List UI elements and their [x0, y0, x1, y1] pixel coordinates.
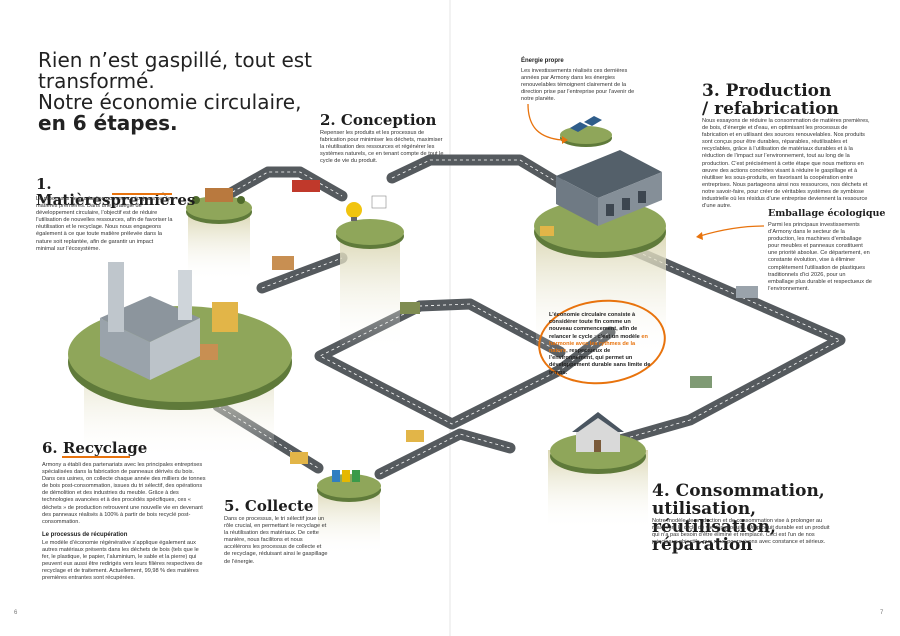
- headline-line-1: Rien n’est gaspillé, tout est transformé…: [38, 48, 313, 93]
- platform-raw-materials: [186, 188, 252, 224]
- step-6-title: 6. Recyclage: [42, 439, 148, 457]
- headline-line-3: en 6 étapes.: [38, 111, 178, 135]
- step-2-body: Repenser les produits et les processus d…: [320, 130, 444, 165]
- callout-text-after: , respectueux de l’environnement, qui pe…: [549, 348, 651, 376]
- page-spine: [449, 0, 451, 636]
- energy-title: Énergie propre: [521, 58, 564, 64]
- step-1-body: Le processus de production commence touj…: [36, 196, 174, 252]
- page-headline: Rien n’est gaspillé, tout est transformé…: [38, 50, 398, 134]
- platform-conception: [336, 195, 404, 249]
- step-3-title-line-1: 3. Production: [702, 81, 832, 101]
- step-4-title-line-1: 4. Consommation, utilisation,: [652, 481, 825, 519]
- step-3-title-line-2: / refabrication: [702, 99, 839, 119]
- platform-production: [534, 150, 666, 258]
- title-underline: [112, 193, 172, 195]
- page-number-left: 6: [14, 610, 18, 616]
- tree-icon: [192, 196, 245, 204]
- step-3-title: 3. Production / refabrication: [702, 82, 882, 118]
- callout-text-before: L’économie circulaire consiste à considé…: [549, 312, 642, 340]
- lightbulb-icon: [346, 202, 362, 221]
- factory-icon: [556, 150, 662, 226]
- arrow-energy: [527, 103, 568, 144]
- platform-solar: [560, 116, 612, 147]
- platform-collect: [317, 470, 381, 502]
- headline-line-2: Notre économie circulaire,: [38, 90, 302, 114]
- page-number-right: 7: [880, 610, 884, 616]
- packaging-body: Parmi les principaux investissements d’A…: [768, 222, 872, 292]
- recycle-bin-icon: [332, 470, 360, 482]
- truck-icon: [272, 180, 758, 464]
- title-underline: [62, 456, 130, 458]
- arrow-packaging: [696, 225, 765, 240]
- step-5-title: 5. Collecte: [224, 497, 314, 515]
- step-1-title: 1. Matièrespremières: [36, 175, 196, 209]
- step-2-title: 2. Conception: [320, 111, 437, 129]
- circular-economy-callout: L’économie circulaire consiste à considé…: [549, 312, 653, 377]
- house-icon: [572, 412, 624, 452]
- platform-consumption: [550, 412, 646, 474]
- step-4-body: Notre modèle de production et de consomm…: [652, 518, 830, 546]
- callout-highlight: en harmonie avec les rythmes de la natur…: [549, 333, 648, 355]
- solar-panel-icon: [570, 116, 602, 132]
- step-5-body: Dans ce processus, le tri sélectif joue …: [224, 516, 328, 565]
- energy-body: Les investissements réalisés ces dernièr…: [521, 68, 635, 103]
- recovery-body: Le modèle d’économie régénérative s’appl…: [42, 540, 203, 582]
- recovery-title: Le processus de récupération: [42, 532, 128, 538]
- step-4-title-line-2: réutilisation, réparation: [652, 517, 776, 555]
- step-6-body: Armony a établi des partenariats avec le…: [42, 462, 206, 525]
- step-3-body: Nous essayons de réduire la consommation…: [702, 118, 870, 210]
- step-4-title: 4. Consommation, utilisation, réutilisat…: [652, 482, 872, 554]
- packaging-title: Emballage écologique: [768, 208, 886, 219]
- platform-recycling: [68, 262, 292, 410]
